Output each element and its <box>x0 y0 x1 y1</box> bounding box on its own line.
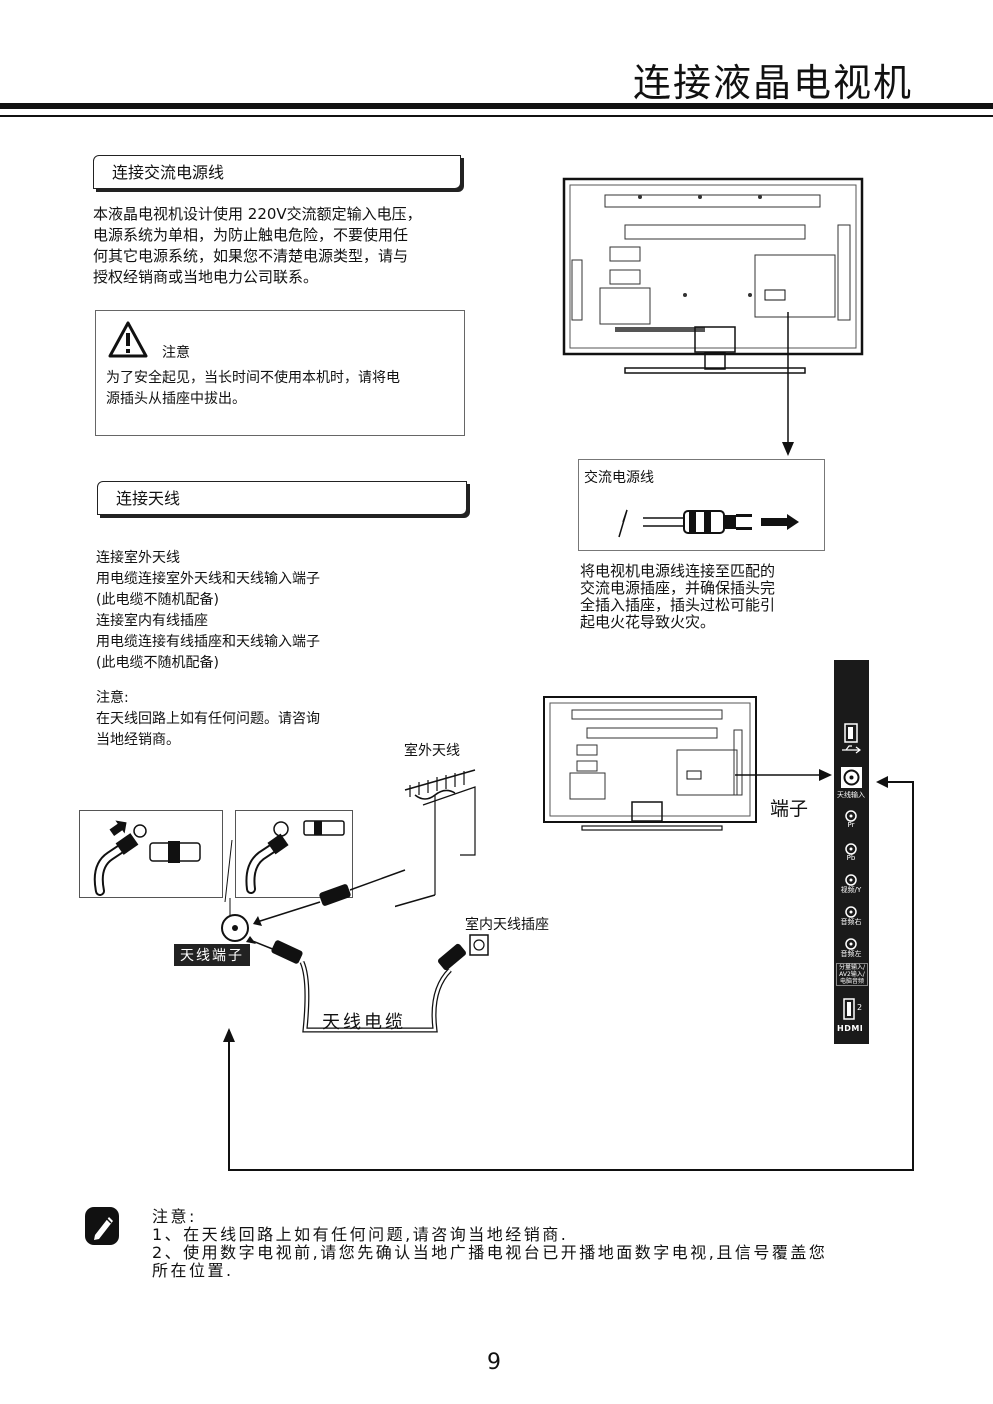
page-title: 连接液晶电视机 <box>632 61 913 105</box>
warning-title: 注意 <box>162 345 190 361</box>
antenna-cable-label: 天线电缆 <box>322 1012 406 1033</box>
warning-box: 注意 为了安全起见，当长时间不使用本机时，请将电 源插头从插座中拔出。 <box>95 310 465 436</box>
hdmi-port-icon[interactable] <box>843 998 855 1020</box>
power-body-line: 电源系统为单相，为防止触电危险，不要使用任 <box>93 226 409 244</box>
group-label-line: 电脑音频 <box>839 978 864 985</box>
power-body: 本液晶电视机设计使用 220V交流额定输入电压， 电源系统为单相，为防止触电危险… <box>93 204 483 288</box>
page-number: 9 <box>487 1350 501 1375</box>
warning-body: 为了安全起见，当长时间不使用本机时，请将电 源插头从插座中拔出。 <box>106 368 461 410</box>
power-body-line: 授权经销商或当地电力公司联系。 <box>93 268 319 286</box>
footer-note-title: 注意: <box>152 1207 197 1226</box>
cord-note-line: 起电火花导致火灾。 <box>580 613 716 631</box>
warning-body-line: 为了安全起见，当长时间不使用本机时，请将电 <box>106 370 400 386</box>
antenna-note: 注意: 在天线回路上如有任何问题。请咨询 当地经销商。 <box>96 688 426 751</box>
power-cord-label: 交流电源线 <box>584 470 654 486</box>
footer-note-line: 所在位置. <box>152 1261 234 1280</box>
coax-plug-2-icon <box>245 820 345 894</box>
audio-left-port-icon[interactable] <box>845 938 857 950</box>
tv-back-small-illustration <box>543 696 757 831</box>
group-label-line: AV2输入/ <box>839 971 865 978</box>
connector-box-2 <box>235 810 353 898</box>
pb-port-icon[interactable] <box>845 843 857 855</box>
connector-box-1 <box>79 810 223 898</box>
antenna-note-line: 注意: <box>96 690 129 706</box>
hdmi-label: HDMI <box>837 1024 864 1033</box>
video-port-icon[interactable] <box>845 874 857 886</box>
power-plug-icon <box>618 509 799 538</box>
connection-loop-arrow <box>223 776 914 1171</box>
antenna-body-line: (此电缆不随机配备) <box>96 655 219 671</box>
pr-port-icon[interactable] <box>845 810 857 822</box>
port-label: Pb <box>846 854 856 862</box>
warning-triangle-icon <box>108 321 148 358</box>
power-body-line: 何其它电源系统，如果您不清楚电源类型，请与 <box>93 247 409 265</box>
hdmi-number: 2 <box>857 1003 863 1012</box>
antenna-body: 连接室外天线 用电缆连接室外天线和天线输入端子 (此电缆不随机配备) 连接室内有… <box>96 548 426 674</box>
power-cord-note: 将电视机电源线连接至匹配的 交流电源插座，并确保插头完 全插入插座，插头过松可能… <box>580 563 830 631</box>
section-heading-antenna: 连接天线 <box>97 481 467 515</box>
port-label: 视频/Y <box>840 886 862 894</box>
power-cord-box: 交流电源线 <box>578 459 825 551</box>
footer-note: 注意: 1、在天线回路上如有任何问题,请咨询当地经销商. 2、使用数字电视前,请… <box>152 1208 952 1280</box>
usb-port-icon <box>842 723 861 754</box>
antenna-body-line: 用电缆连接有线插座和天线输入端子 <box>96 634 320 650</box>
coax-plug-icon <box>93 820 201 896</box>
outdoor-antenna-label: 室外天线 <box>404 743 460 759</box>
section-heading-power: 连接交流电源线 <box>93 155 461 189</box>
power-body-line: 本液晶电视机设计使用 220V交流额定输入电压， <box>93 205 422 223</box>
power-arrow <box>782 312 794 456</box>
side-terminal-panel: 天线输入 Pr Pb 视频/Y 音频右 音频左 分量输入/ AV2输入/ 电脑音… <box>834 660 869 1044</box>
antenna-note-line: 在天线回路上如有任何问题。请咨询 <box>96 711 320 727</box>
antenna-input-port-icon[interactable] <box>840 766 863 789</box>
cord-note-line: 交流电源插座，并确保插头完 <box>580 579 776 597</box>
group-label-line: 分量输入/ <box>838 964 866 971</box>
cord-note-line: 全插入插座，插头过松可能引 <box>580 596 776 614</box>
port-label: 天线输入 <box>837 791 865 799</box>
antenna-terminal-label: 天线端子 <box>174 944 250 966</box>
port-label: Pr <box>847 821 855 829</box>
indoor-socket-label: 室内天线插座 <box>465 917 549 933</box>
tv-back-illustration <box>562 177 864 374</box>
component-group-label: 分量输入/ AV2输入/ 电脑音频 <box>836 963 868 986</box>
antenna-body-line: (此电缆不随机配备) <box>96 592 219 608</box>
antenna-cable-diagram <box>221 840 489 1033</box>
terminal-arrow <box>735 769 832 781</box>
warning-body-line: 源插头从插座中拔出。 <box>106 391 246 407</box>
header-rule-thin <box>0 115 993 117</box>
footer-note-line: 2、使用数字电视前,请您先确认当地广播电视台已开播地面数字电视,且信号覆盖您 <box>152 1243 828 1262</box>
port-label: 音频右 <box>840 918 862 926</box>
cord-note-line: 将电视机电源线连接至匹配的 <box>580 562 776 580</box>
terminal-label: 端子 <box>770 798 809 820</box>
audio-right-port-icon[interactable] <box>845 906 857 918</box>
outdoor-antenna-illustration <box>395 769 476 908</box>
port-label: 音频左 <box>840 950 862 958</box>
antenna-body-line: 连接室外天线 <box>96 550 180 566</box>
note-pencil-icon <box>85 1207 119 1245</box>
antenna-body-line: 用电缆连接室外天线和天线输入端子 <box>96 571 320 587</box>
antenna-note-line: 当地经销商。 <box>96 732 180 748</box>
header-rule-thick <box>0 103 993 109</box>
footer-note-line: 1、在天线回路上如有任何问题,请咨询当地经销商. <box>152 1225 569 1244</box>
antenna-body-line: 连接室内有线插座 <box>96 613 208 629</box>
